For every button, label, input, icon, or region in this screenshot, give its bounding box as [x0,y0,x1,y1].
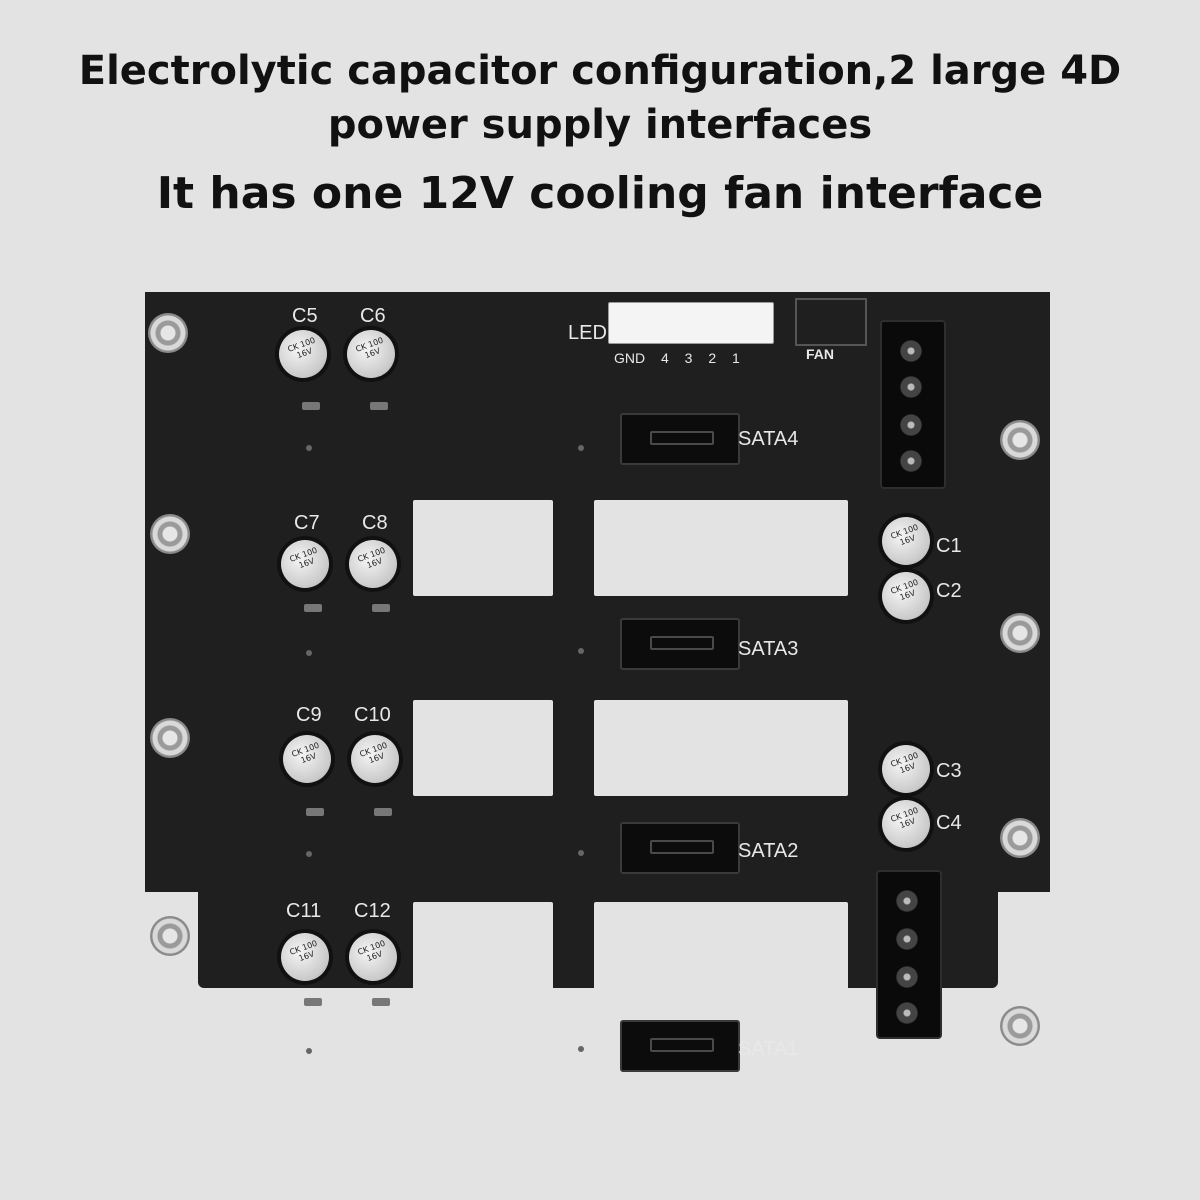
mount-hole [150,718,190,758]
bay-cutout [413,902,553,998]
via [578,850,584,856]
led-label: LED [568,322,607,344]
led-pin-labels: GND 4 3 2 1 [614,350,740,366]
capacitor-c4: CK 100 16V [882,800,930,848]
mount-hole [150,514,190,554]
sata4-connector [620,413,740,465]
bay-cutout [594,500,848,596]
c12-label: C12 [354,900,391,922]
capacitor-marking: CK 100 16V [358,740,389,766]
headline-line-1: Electrolytic capacitor configuration,2 l… [78,48,1122,94]
sata2-connector [620,822,740,874]
capacitor-marking: CK 100 16V [354,335,385,361]
mount-hole [1000,420,1040,460]
sata3-connector [620,618,740,670]
c4-label: C4 [936,812,962,834]
smd-pad [302,402,320,410]
c5-label: C5 [292,305,318,327]
capacitor-c6: CK 100 16V [347,330,395,378]
molex-connector-top [880,320,946,489]
via [306,1048,312,1054]
via [306,851,312,857]
capacitor-c11: CK 100 16V [281,933,329,981]
headline-line-2: power supply interfaces [327,102,873,148]
c6-label: C6 [360,305,386,327]
smd-pad [374,808,392,816]
capacitor-marking: CK 100 16V [356,545,387,571]
capacitor-marking: CK 100 16V [290,740,321,766]
capacitor-marking: CK 100 16V [288,545,319,571]
capacitor-c2: CK 100 16V [882,572,930,620]
mount-hole [1000,818,1040,858]
via [578,445,584,451]
via [306,650,312,656]
via [578,648,584,654]
bay-cutout [413,500,553,596]
molex-connector-bottom [876,870,942,1039]
bay-cutout [413,700,553,796]
fan-label: FAN [806,346,834,362]
capacitor-c3: CK 100 16V [882,745,930,793]
fan-connector [795,298,867,346]
mount-hole [1000,1006,1040,1046]
c8-label: C8 [362,512,388,534]
smd-pad [372,998,390,1006]
capacitor-c7: CK 100 16V [281,540,329,588]
c2-label: C2 [936,580,962,602]
capacitor-c8: CK 100 16V [349,540,397,588]
capacitor-marking: CK 100 16V [356,938,387,964]
bay-cutout [594,700,848,796]
capacitor-marking: CK 100 16V [889,577,920,603]
capacitor-marking: CK 100 16V [889,750,920,776]
smd-pad [304,998,322,1006]
via [306,445,312,451]
c9-label: C9 [296,704,322,726]
via [578,1046,584,1052]
capacitor-marking: CK 100 16V [288,938,319,964]
capacitor-c5: CK 100 16V [279,330,327,378]
capacitor-marking: CK 100 16V [286,335,317,361]
sata1-connector [620,1020,740,1072]
smd-pad [304,604,322,612]
c3-label: C3 [936,760,962,782]
c1-label: C1 [936,535,962,557]
sata1-label: SATA1 [738,1038,799,1060]
mount-hole [1000,613,1040,653]
smd-pad [370,402,388,410]
bay-cutout [594,902,848,998]
capacitor-c1: CK 100 16V [882,517,930,565]
capacitor-marking: CK 100 16V [889,805,920,831]
c10-label: C10 [354,704,391,726]
sata2-label: SATA2 [738,840,799,862]
sata4-label: SATA4 [738,428,799,450]
sata3-label: SATA3 [738,638,799,660]
smd-pad [372,604,390,612]
mount-hole [150,916,190,956]
headline-line-3: It has one 12V cooling fan interface [156,168,1044,219]
smd-pad [306,808,324,816]
capacitor-c10: CK 100 16V [351,735,399,783]
c7-label: C7 [294,512,320,534]
led-connector [608,302,774,344]
mount-hole [148,313,188,353]
capacitor-marking: CK 100 16V [889,522,920,548]
c11-label: C11 [286,900,322,922]
capacitor-c12: CK 100 16V [349,933,397,981]
capacitor-c9: CK 100 16V [283,735,331,783]
